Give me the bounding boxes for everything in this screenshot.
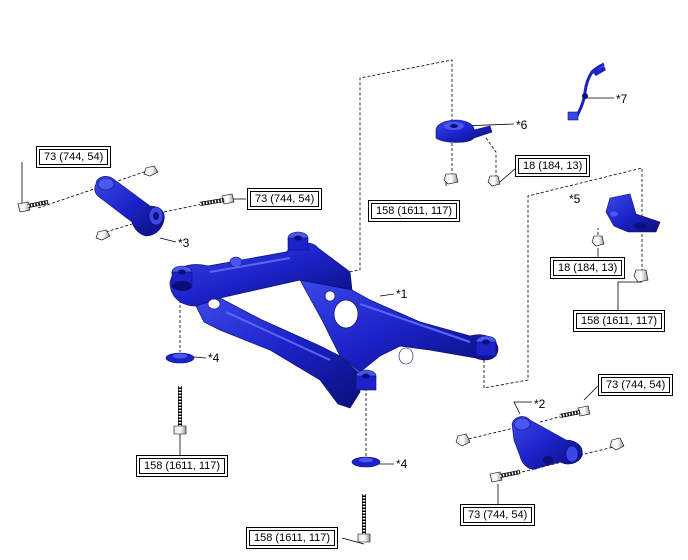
nuts [95, 165, 649, 451]
harness-part-7 [567, 62, 606, 121]
bolt-right-arm-lower [489, 470, 521, 483]
torque-spec-text: 73 (744, 54) [250, 191, 320, 207]
callout-part-7: *7 [616, 92, 628, 106]
suspension-member-part-1 [169, 231, 499, 409]
callout-part-5: *5 [569, 192, 581, 206]
callout-part-3: *3 [178, 236, 190, 250]
bracket-part-5 [605, 193, 661, 233]
callout-part-1: *1 [396, 287, 408, 301]
torque-spec-text: 73 (744, 54) [463, 507, 533, 523]
torque-spec-front-member-bolt: 158 (1611, 117) [136, 455, 229, 477]
mount-plate-part-6 [435, 119, 493, 143]
arm-part-3 [94, 176, 165, 237]
torque-spec-left-arm-bolt: 73 (744, 54) [36, 146, 112, 168]
bolt-member-rear-vertical [357, 494, 371, 543]
callout-part-6: *6 [516, 118, 528, 132]
torque-spec-text: 73 (744, 54) [601, 377, 671, 393]
torque-spec-text: 18 (184, 13) [553, 260, 623, 276]
bolt-right-arm-upper [559, 405, 591, 418]
torque-spec-rear-member-bolt: 158 (1611, 117) [246, 527, 339, 549]
torque-spec-text: 158 (1611, 117) [139, 458, 226, 474]
torque-spec-text: 158 (1611, 117) [249, 530, 336, 546]
callout-part-2: *2 [534, 397, 546, 411]
stopper-part-4-upper [165, 352, 195, 364]
callout-part-4-lower: *4 [396, 457, 408, 471]
callout-part-4-upper: *4 [208, 351, 220, 365]
torque-spec-right-arm-upper-bolt: 73 (744, 54) [598, 374, 674, 396]
torque-spec-left-arm-outer-bolt: 73 (744, 54) [247, 188, 323, 210]
torque-spec-mount-nut: 158 (1611, 117) [368, 200, 461, 222]
torque-spec-bracket-nut: 158 (1611, 117) [573, 310, 666, 332]
bushing-rear-right [475, 335, 497, 357]
stopper-part-4-lower [351, 456, 381, 468]
torque-spec-text: 158 (1611, 117) [371, 203, 458, 219]
bushing-front-left [171, 265, 193, 291]
arm-part-2 [511, 416, 583, 470]
bolt-member-front-vertical [173, 386, 187, 435]
torque-spec-mount-small-nut: 18 (184, 13) [515, 155, 591, 177]
torque-spec-bracket-small-nut: 18 (184, 13) [550, 257, 626, 279]
torque-spec-right-arm-lower-bolt: 73 (744, 54) [460, 504, 536, 526]
torque-spec-text: 18 (184, 13) [518, 158, 588, 174]
bolt-left-arm-outer [199, 193, 235, 206]
bushing-rear-left [355, 369, 377, 391]
torque-spec-text: 73 (744, 54) [39, 149, 109, 165]
bushing-front-right [287, 231, 309, 251]
bolt-left-arm [17, 200, 49, 213]
torque-spec-text: 158 (1611, 117) [576, 313, 663, 329]
